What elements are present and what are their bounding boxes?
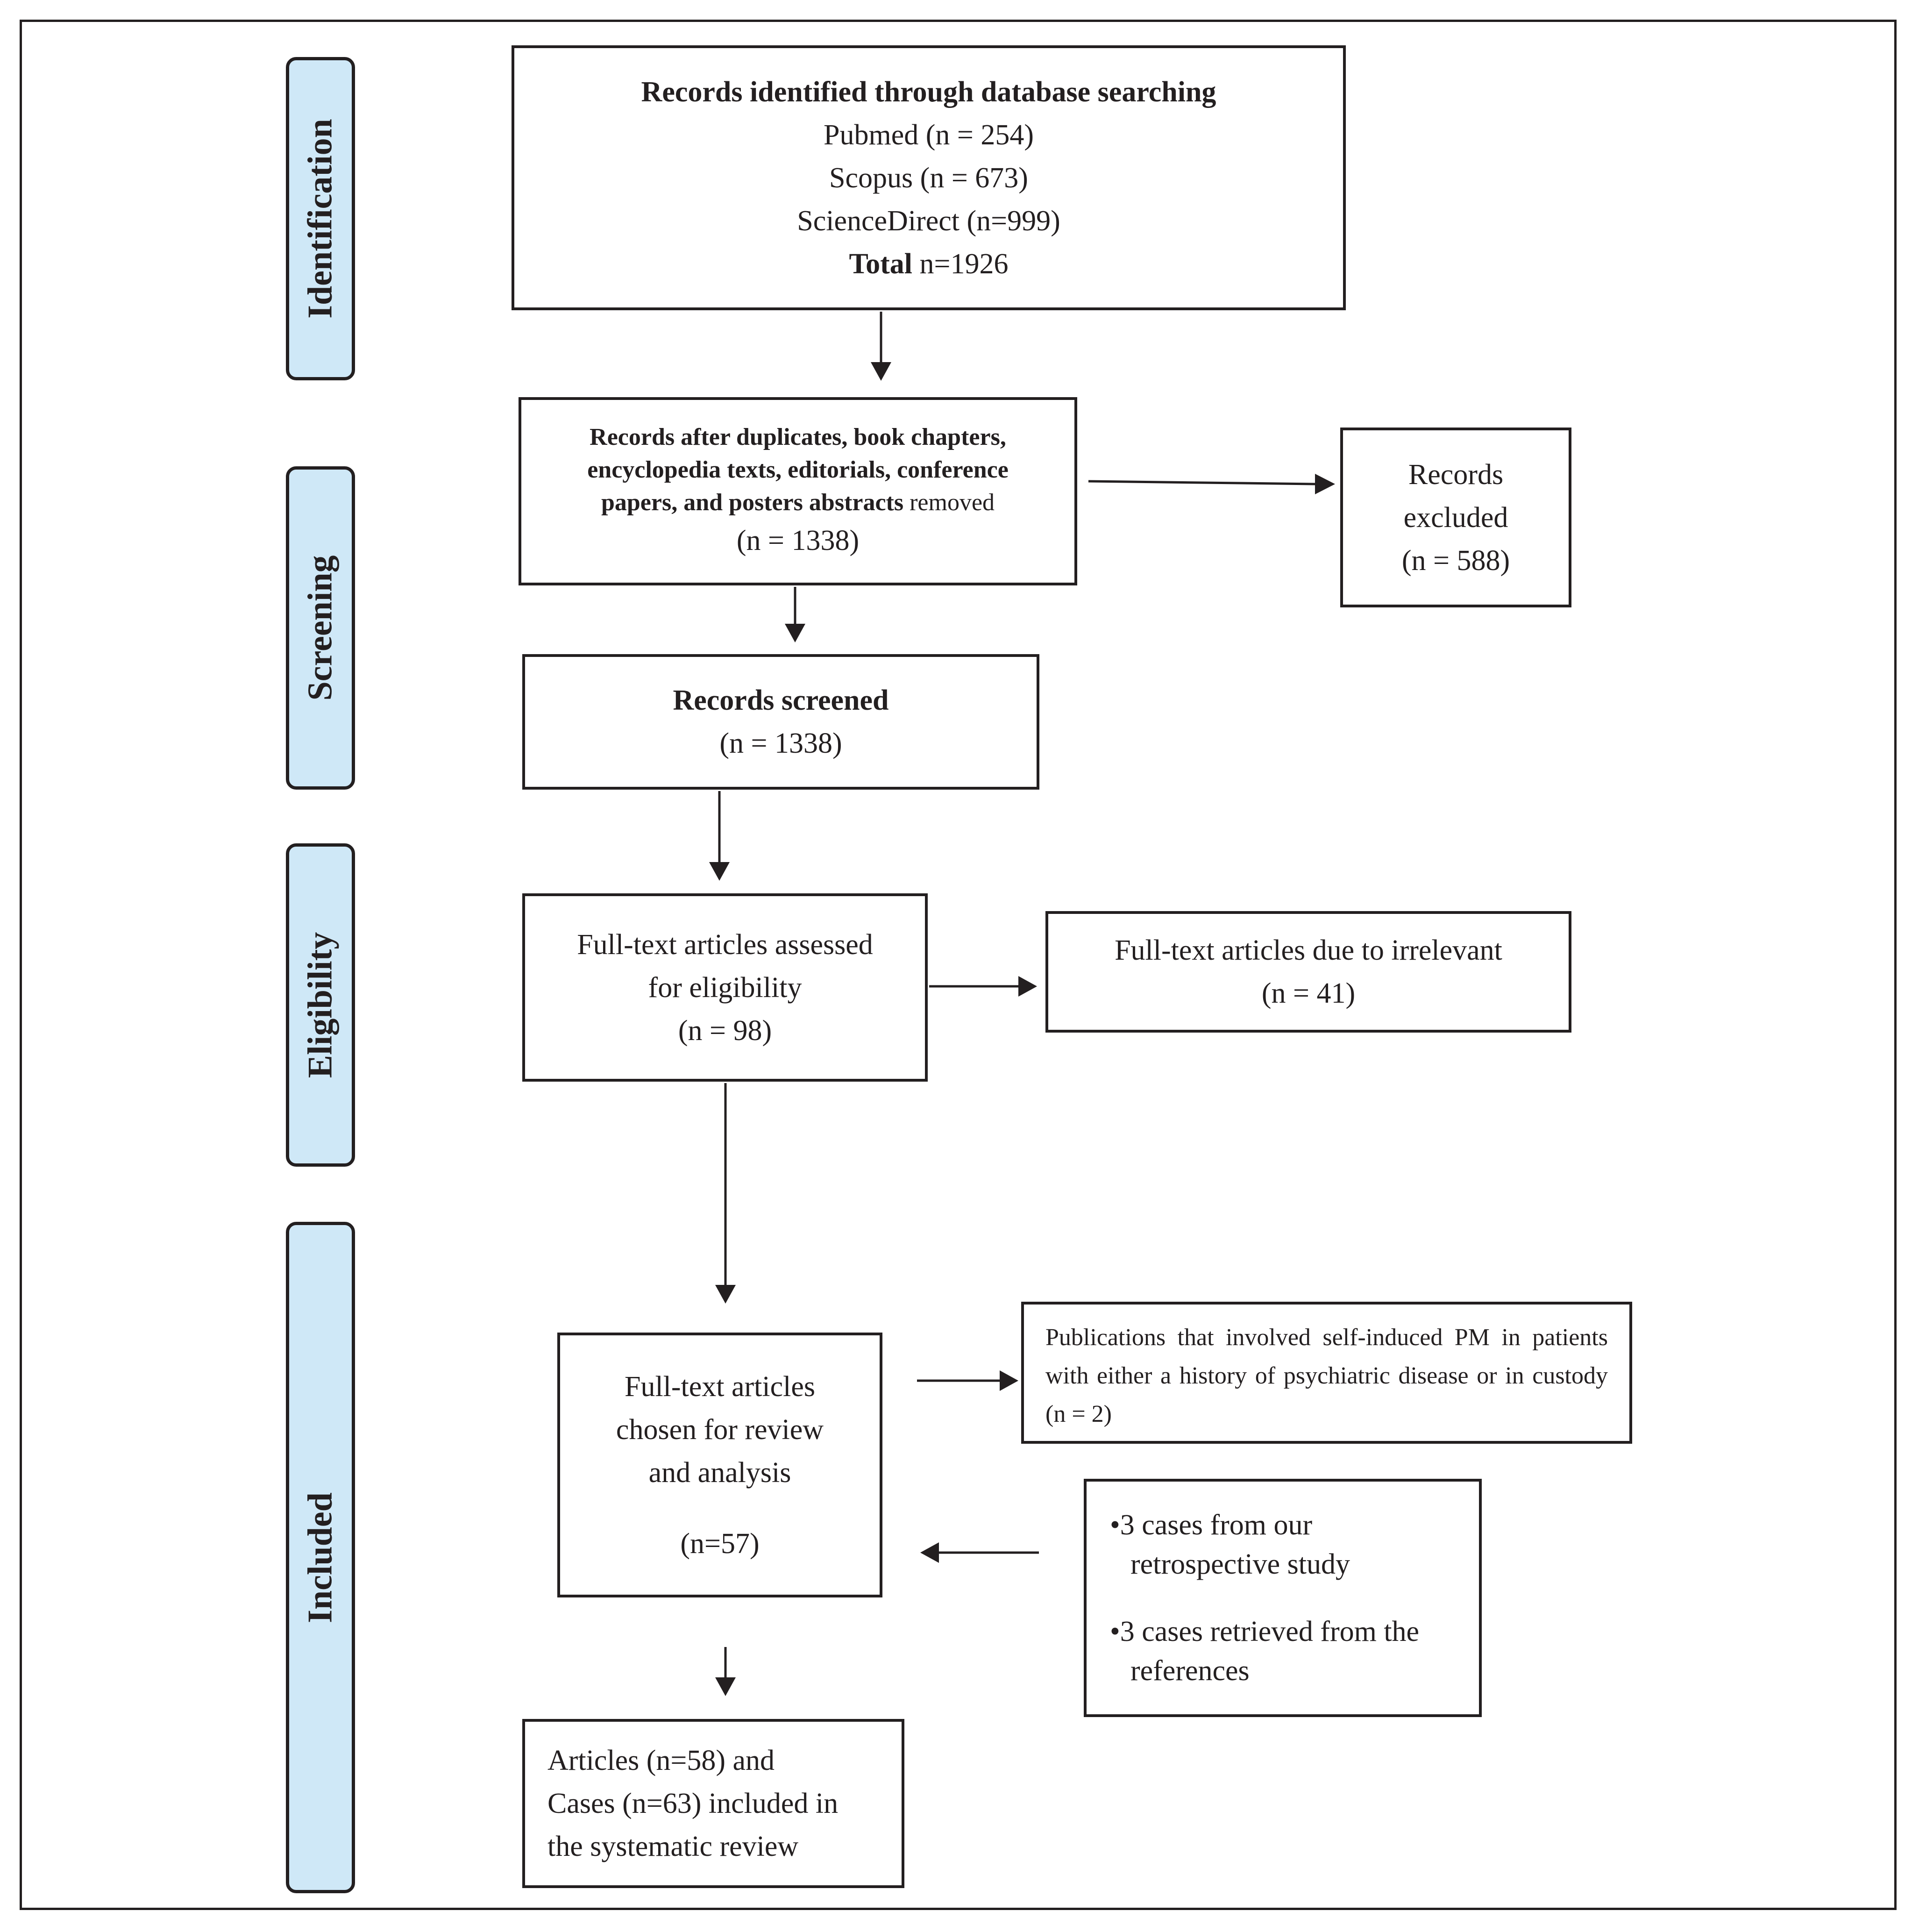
scopus-count: Scopus (n = 673): [829, 162, 1028, 194]
records-screened-count: (n = 1338): [719, 727, 842, 759]
chosen-for-review-line2: chosen for review: [616, 1413, 824, 1446]
after-duplicates-line2: encyclopedia texts, editorials, conferen…: [587, 456, 1009, 483]
full-text-assessed-line2: for eligibility: [648, 971, 802, 1004]
full-text-irrelevant-line1: Full-text articles due to irrelevant: [1115, 934, 1502, 966]
figure-frame: [20, 20, 1897, 1910]
records-excluded-box: Records excluded (n = 588): [1340, 428, 1571, 607]
publications-excluded-text: Publications that involved self-induced …: [1045, 1324, 1608, 1427]
chosen-for-review-count: (n=57): [680, 1527, 760, 1560]
arrowhead: [871, 362, 891, 381]
records-identified-title: Records identified through database sear…: [641, 76, 1216, 108]
total-label: Total: [849, 248, 913, 280]
after-duplicates-line3-bold: papers, and posters abstracts: [601, 489, 904, 516]
after-duplicates-line3: papers, and posters abstracts removed: [601, 486, 995, 519]
records-screened-title: Records screened: [673, 684, 889, 716]
additional-cases-box: •3 cases from our retrospective study •3…: [1084, 1479, 1482, 1717]
arrowhead: [1000, 1370, 1018, 1391]
chosen-for-review-box: Full-text articles chosen for review and…: [557, 1333, 882, 1597]
stage-screening: Screening: [286, 466, 355, 790]
records-after-duplicates-box: Records after duplicates, book chapters,…: [519, 397, 1077, 585]
full-text-assessed-box: Full-text articles assessed for eligibil…: [522, 893, 928, 1082]
pubmed-count: Pubmed (n = 254): [824, 119, 1034, 151]
records-screened-box: Records screened (n = 1338): [522, 654, 1039, 790]
arrowhead: [715, 1677, 736, 1696]
stage-identification: Identification: [286, 57, 355, 380]
full-text-assessed-count: (n = 98): [678, 1014, 772, 1047]
sciencedirect-count: ScienceDirect (n=999): [797, 205, 1060, 237]
stage-eligibility: Eligibility: [286, 843, 355, 1167]
final-included-box: Articles (n=58) and Cases (n=63) include…: [522, 1719, 904, 1888]
records-excluded-count: (n = 588): [1401, 544, 1510, 577]
arrow-after-duplicates-to-excluded: [1088, 480, 1315, 485]
final-included-line1: Articles (n=58) and: [547, 1745, 775, 1776]
chosen-for-review-line3: and analysis: [648, 1456, 791, 1489]
arrowhead: [709, 862, 730, 881]
arrowhead: [920, 1542, 939, 1563]
full-text-assessed-line1: Full-text articles assessed: [577, 928, 873, 961]
case-item-1-line1: •3 cases from our: [1110, 1509, 1313, 1541]
arrowhead: [1315, 474, 1335, 494]
arrowhead: [785, 624, 805, 642]
case-item-1-line2: retrospective study: [1130, 1548, 1350, 1580]
final-included-line2: Cases (n=63) included in: [547, 1788, 839, 1819]
after-duplicates-line3-rest: removed: [903, 489, 995, 516]
after-duplicates-count: (n = 1338): [736, 524, 860, 556]
case-item-2-line1: •3 cases retrieved from the: [1110, 1616, 1420, 1647]
after-duplicates-line1: Records after duplicates, book chapters,: [590, 423, 1006, 450]
final-included-line3: the systematic review: [547, 1831, 799, 1862]
case-item-2-line2: references: [1130, 1655, 1250, 1687]
records-excluded-line1: Records: [1408, 458, 1504, 491]
publications-excluded-box: Publications that involved self-induced …: [1021, 1302, 1632, 1444]
arrowhead: [1018, 976, 1037, 997]
stage-included: Included: [286, 1222, 355, 1893]
records-identified-box: Records identified through database sear…: [512, 45, 1346, 310]
arrowhead: [715, 1285, 736, 1304]
full-text-irrelevant-box: Full-text articles due to irrelevant (n …: [1045, 911, 1571, 1033]
full-text-irrelevant-count: (n = 41): [1261, 977, 1356, 1009]
chosen-for-review-line1: Full-text articles: [624, 1370, 816, 1403]
total-value: n=1926: [912, 248, 1009, 280]
total-count: Total n=1926: [849, 242, 1008, 285]
records-excluded-line2: excluded: [1403, 501, 1508, 534]
